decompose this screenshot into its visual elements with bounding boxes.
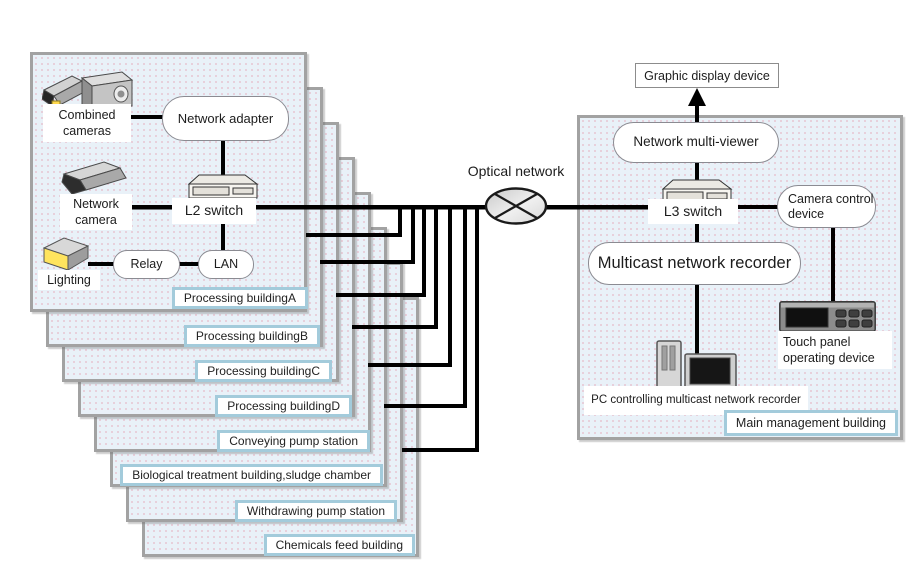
building-label-processing-b: Processing buildingB — [183, 325, 320, 347]
network-camera-label: Network camera — [60, 194, 132, 230]
relay-node: Relay — [113, 250, 180, 279]
building-label-conveying: Conveying pump station — [217, 430, 370, 452]
network-adapter-node: Network adapter — [162, 96, 289, 141]
lighting-label: Lighting — [38, 270, 100, 290]
building-label-processing-d: Processing buildingD — [215, 395, 352, 417]
link-biological — [368, 207, 452, 367]
combined-cameras-label: Combined cameras — [43, 104, 131, 142]
building-label-processing-c: Processing buildingC — [195, 360, 332, 382]
link-conveying — [352, 207, 438, 329]
l2-switch-icon — [187, 174, 259, 199]
touch-panel-icon — [779, 301, 876, 332]
pc-tower-icon — [656, 340, 682, 389]
l2-switch-label: L2 switch — [172, 198, 256, 224]
main-management-building-label: Main management building — [723, 410, 898, 436]
arrow-up-icon — [688, 88, 706, 106]
network-camera-icon — [61, 161, 127, 195]
building-label-withdrawing: Withdrawing pump station — [234, 500, 397, 522]
multicast-network-recorder-node: Multicast network recorder — [588, 242, 801, 285]
optical-network-icon — [484, 187, 548, 225]
camera-control-device-node: Camera control device — [777, 185, 876, 228]
link-building-b — [306, 207, 402, 237]
lighting-icon — [42, 237, 90, 271]
building-label-biological: Biological treatment building,sludge cha… — [120, 464, 383, 486]
building-label-processing-a: Processing buildingA — [171, 287, 308, 309]
link-withdrawing — [384, 207, 467, 408]
pc-monitor-icon — [684, 353, 737, 390]
touch-panel-label: Touch panel operating device — [778, 331, 892, 369]
network-multi-viewer-node: Network multi-viewer — [613, 122, 779, 163]
optical-network-label: Optical network — [467, 163, 565, 180]
graphic-display-device-node: Graphic display device — [635, 63, 779, 88]
building-label-chemicals: Chemicals feed building — [263, 534, 415, 556]
link-building-d — [336, 207, 426, 297]
link-building-c — [320, 207, 415, 264]
lan-node: LAN — [198, 250, 254, 279]
link-chemicals — [402, 207, 479, 452]
l3-switch-label: L3 switch — [648, 199, 738, 224]
